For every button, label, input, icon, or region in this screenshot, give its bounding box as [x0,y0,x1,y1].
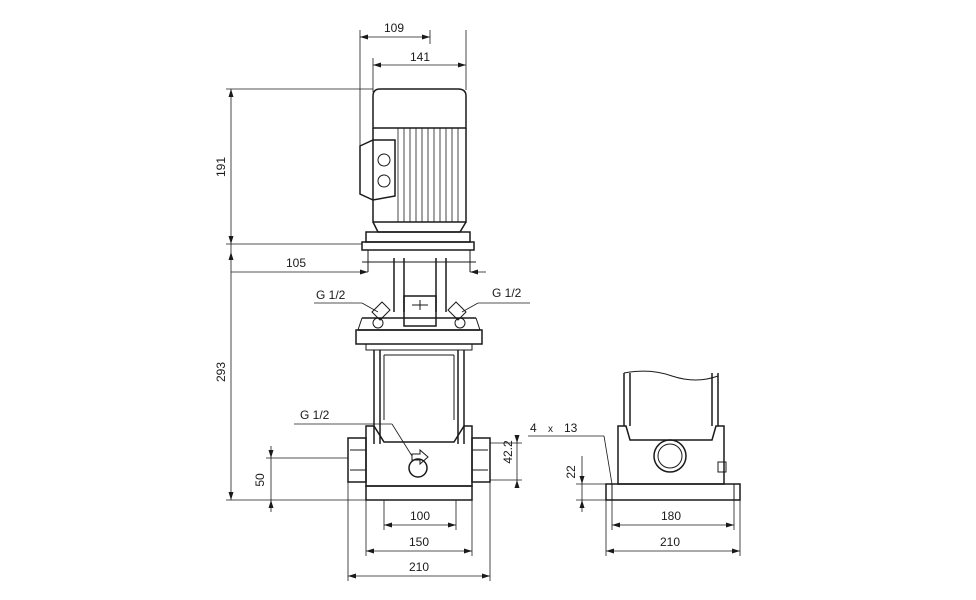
port-label-right: G 1/2 [492,286,522,300]
port-label-drain: G 1/2 [300,408,330,422]
dim-hole-count: 4 [530,421,537,435]
dim-motor-height: 191 [214,157,228,177]
motor [359,88,475,251]
dim-base-total: 210 [409,560,429,574]
side-view: 4 x 13 22 180 210 [528,370,741,556]
port-label-left: G 1/2 [316,288,346,302]
pump-chamber [347,350,491,501]
cable-gland-icon [377,174,391,188]
flow-arrow-icon [411,448,429,466]
dim-side-base-total: 210 [660,535,680,549]
dim-pump-height: 293 [214,362,228,382]
dim-hole-spacing: 180 [661,509,681,523]
cable-gland-icon [377,153,391,167]
dim-hole-size: 13 [564,421,578,435]
dim-coupling-offset: 105 [286,256,306,270]
drain-port-icon [408,458,428,478]
dim-foot-height: 22 [564,465,578,479]
dim-pipe-offset: 42.2 [501,440,515,464]
dim-pipe-center-height: 50 [253,473,267,487]
dim-base-inner: 100 [410,509,430,523]
coupling-stand [355,250,483,351]
dim-motor-width: 109 [384,21,404,35]
dim-hole-x: x [548,424,553,435]
front-dimensions: 109 141 191 105 293 50 [214,21,530,581]
outlet-port-icon [653,439,687,473]
dim-base-width: 150 [409,535,429,549]
dim-motor-head-width: 141 [410,50,430,64]
